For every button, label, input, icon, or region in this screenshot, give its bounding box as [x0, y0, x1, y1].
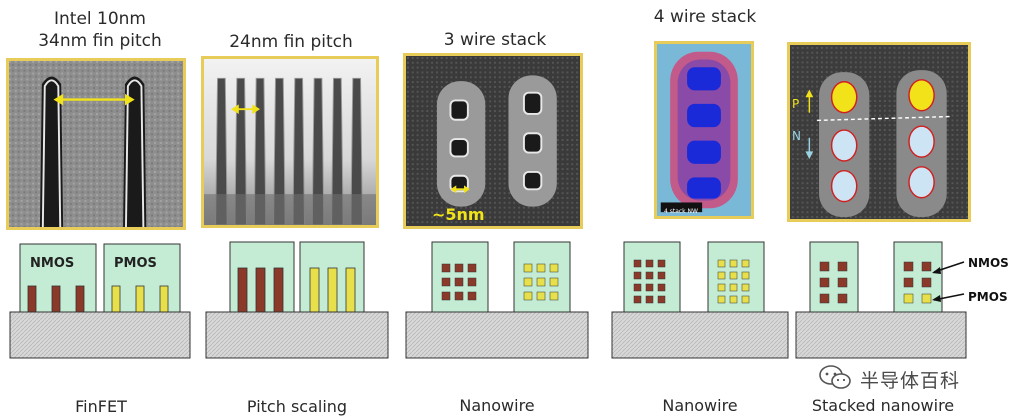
caption-stacked-nanowire: Stacked nanowire: [811, 396, 955, 415]
title-4-wire-stack: 4 wire stack: [653, 7, 757, 27]
title-finfet-line-1: Intel 10nm: [53, 9, 146, 29]
micrograph-finfet: [6, 58, 186, 230]
micrograph-stacked-nanowire: P N: [787, 42, 971, 222]
side-label-pmos: PMOS: [968, 290, 1008, 304]
diagram-pitch-scaling: [204, 240, 390, 360]
caption-pitch-scaling: Pitch scaling: [246, 397, 348, 416]
title-3-wire-stack: 3 wire stack: [443, 30, 547, 50]
annotation-5nm: ~5nm: [432, 205, 485, 224]
wechat-icon: [818, 364, 852, 394]
title-finfet-line-2: 34nm fin pitch: [38, 31, 162, 51]
label-nmos-finfet: NMOS: [30, 256, 75, 271]
title-finfet: Intel 10nm 34nm fin pitch: [8, 8, 192, 52]
micrograph-pitch-scaling: [201, 56, 379, 228]
micrograph-3-wire-stack: [403, 53, 583, 229]
label-pmos-finfet: PMOS: [114, 256, 157, 271]
title-pitch-scaling: 24nm fin pitch: [229, 32, 353, 52]
side-label-nmos: NMOS: [968, 256, 1009, 270]
caption-finfet: FinFET: [75, 397, 127, 416]
diagram-stacked-nanowire: [794, 240, 974, 360]
caption-nanowire-3: Nanowire: [459, 396, 535, 415]
watermark: 半导体百科: [818, 364, 1008, 394]
diagram-nanowire-3: [404, 240, 590, 360]
diagram-nanowire-4: [610, 240, 790, 360]
diagram-finfet: NMOS PMOS: [8, 240, 194, 360]
image-label-4-stack: 4 stack NW: [664, 208, 698, 215]
image-label-p: P: [792, 97, 800, 111]
watermark-text: 半导体百科: [860, 369, 961, 392]
image-label-n: N: [792, 129, 801, 143]
caption-nanowire-4: Nanowire: [662, 396, 738, 415]
micrograph-4-wire-stack: 4 stack NW: [654, 41, 754, 219]
